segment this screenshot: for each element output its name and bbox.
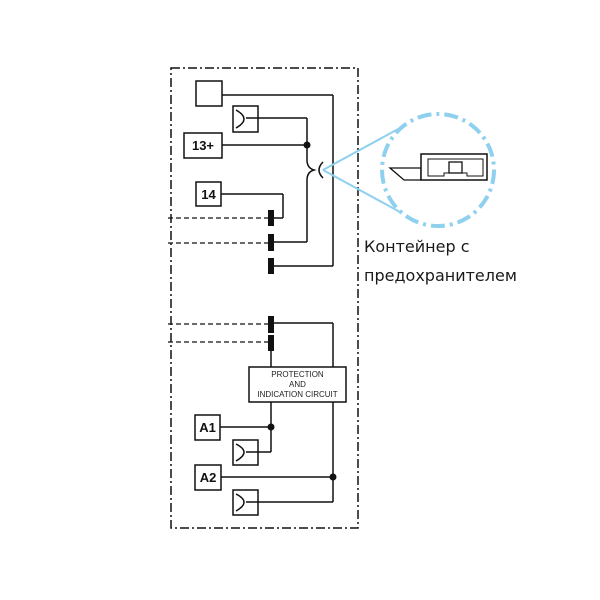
terminal-14: 14 xyxy=(195,181,222,207)
junction-dot xyxy=(303,141,311,149)
contact-bar xyxy=(268,210,274,226)
fuse-container-caption-line1: Контейнер с xyxy=(364,237,470,256)
protection-label-line1: PROTECTION xyxy=(271,370,324,379)
fuse-symbol-icon xyxy=(306,159,324,181)
contact-bar xyxy=(268,234,274,251)
protection-indication-block: PROTECTION AND INDICATION CIRCUIT xyxy=(248,366,347,403)
terminal-a1: A1 xyxy=(194,414,221,441)
contact-bar xyxy=(268,258,274,274)
fuse-container-icon xyxy=(388,153,488,181)
junction-dot xyxy=(329,473,337,481)
fuse-container-callout xyxy=(322,112,496,228)
callout-circle xyxy=(380,112,496,228)
terminal-13: 13+ xyxy=(183,132,223,159)
terminal-a1-label: A1 xyxy=(199,420,216,435)
terminal-blank xyxy=(195,80,223,107)
fuse-container-caption-line2: предохранителем xyxy=(364,266,517,285)
protection-label-line2: AND xyxy=(289,380,306,389)
terminal-a2-label: A2 xyxy=(200,470,217,485)
contact-bar xyxy=(268,316,274,333)
terminal-a2: A2 xyxy=(194,464,222,491)
protection-label-line3: INDICATION CIRCUIT xyxy=(257,390,337,399)
terminal-13-label: 13+ xyxy=(192,138,214,153)
terminal-14-label: 14 xyxy=(201,187,216,202)
module-enclosure-border xyxy=(170,67,359,529)
junction-dot xyxy=(267,423,275,431)
contact-bar xyxy=(268,335,274,351)
connector-socket-icon xyxy=(232,105,259,133)
